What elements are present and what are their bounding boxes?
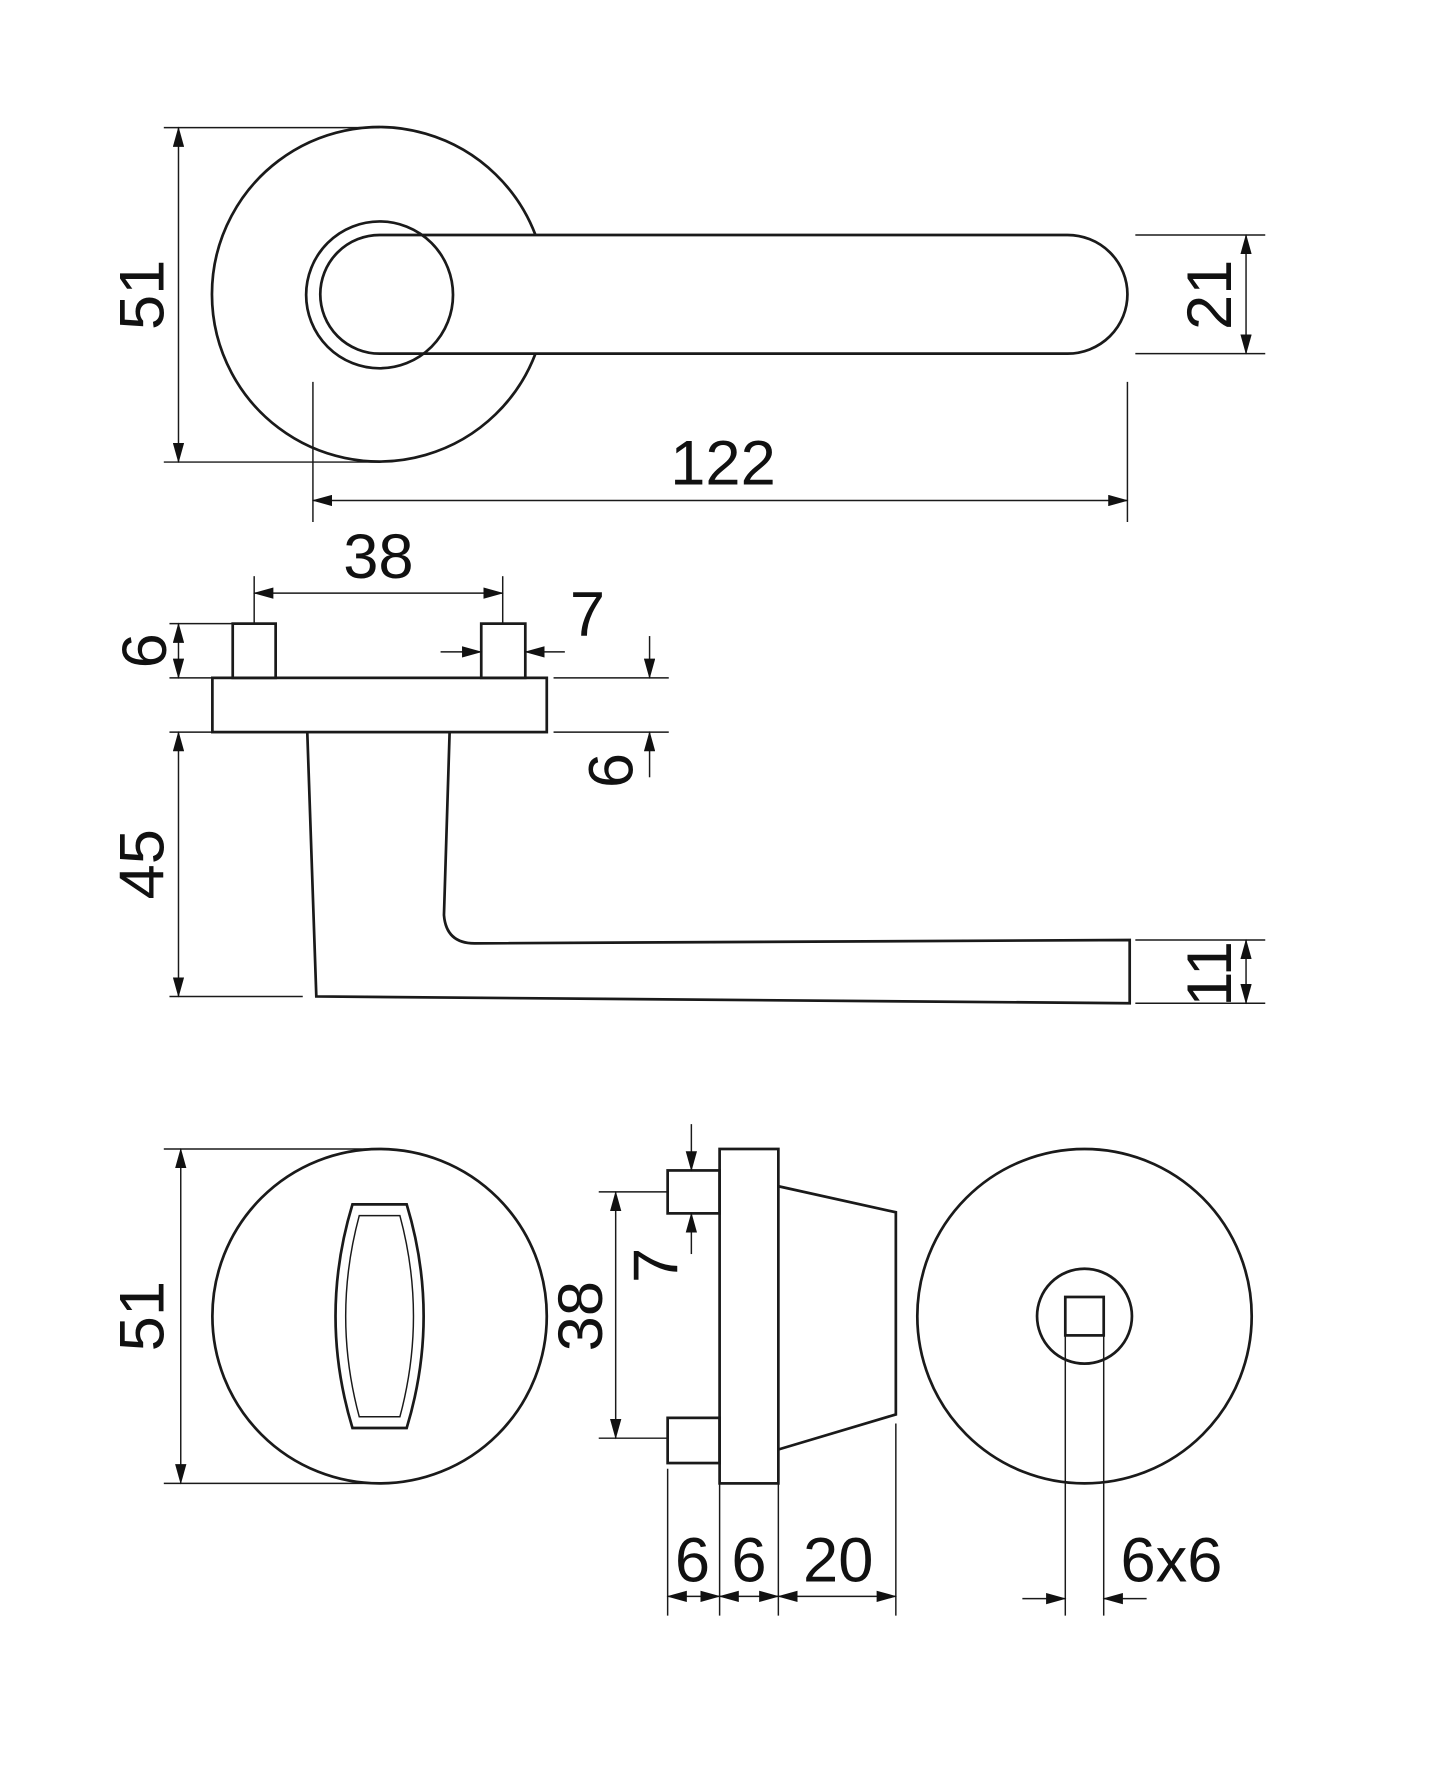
lever-outline: [318, 233, 1129, 355]
turn-knob: [334, 1202, 425, 1430]
pin-left: [231, 622, 277, 680]
dim-pin-height: 6: [110, 633, 180, 668]
dim-pin-width: 7: [570, 580, 605, 650]
dim-lever-length: 122: [670, 428, 776, 498]
dim-lever-thickness: 11: [1175, 941, 1245, 1007]
rose-plate: [211, 676, 549, 734]
spindle-square: [1063, 1295, 1106, 1337]
neck-ring: [304, 220, 455, 370]
side-view: 38 7 6 6 45 11: [108, 522, 1266, 1007]
lever-profile: [305, 732, 1132, 1005]
dim-wc-rose-diameter: 51: [108, 1281, 178, 1351]
pin-right: [479, 622, 527, 680]
wc-rose-back-view: 6x6: [915, 1147, 1254, 1616]
dim-wc-body-depth: 20: [803, 1525, 873, 1595]
top-view: 51 21 122: [108, 125, 1266, 522]
dim-lever-projection: 45: [108, 829, 178, 899]
dim-spindle-size: 6x6: [1120, 1525, 1222, 1595]
dim-lever-height: 21: [1175, 260, 1245, 330]
dim-rose-diameter: 51: [108, 260, 178, 330]
dim-wc-rose-thickness: 6: [731, 1525, 766, 1595]
dim-wc-pin-spacing: 38: [546, 1281, 616, 1351]
dim-rose-thickness: 6: [576, 753, 646, 788]
dim-pin-spacing: 38: [343, 522, 413, 592]
rose-outline: [210, 125, 537, 463]
wc-rose-front-view: 51: [108, 1147, 549, 1485]
dim-wc-pin-width: 7: [622, 1248, 692, 1283]
dim-wc-pin-length: 6: [675, 1525, 710, 1595]
wc-side-view: 38 7 6 6 20: [546, 1124, 898, 1616]
